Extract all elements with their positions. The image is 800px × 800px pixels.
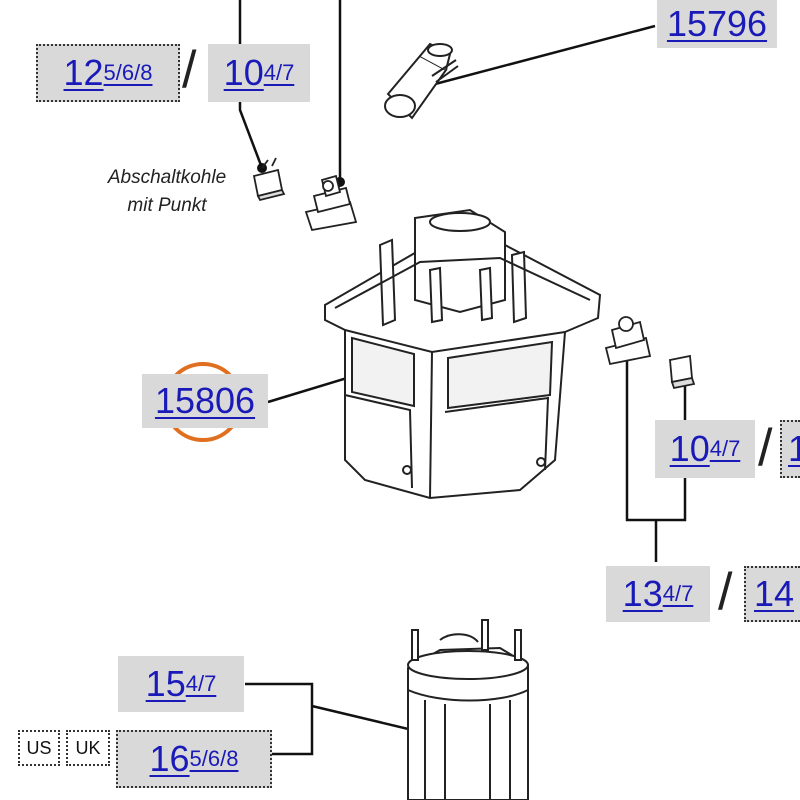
label-15796-text: 15796 xyxy=(666,3,768,44)
separator-slash: / xyxy=(182,41,197,99)
brush-holder-right-part xyxy=(604,316,652,366)
country-tag-uk-text: UK xyxy=(75,737,101,758)
label-15-text: 15 xyxy=(145,663,186,704)
brush-right-part xyxy=(669,354,696,390)
label-14-cut[interactable]: 14 xyxy=(744,566,800,622)
leader-lines xyxy=(238,0,687,756)
note-abschaltkohle: Abschaltkohle mit Punkt xyxy=(92,164,242,219)
label-12-sup: 5/6/8 xyxy=(103,60,153,85)
label-13-sup: 4/7 xyxy=(662,581,694,606)
note-line-1: Abschaltkohle xyxy=(107,167,227,188)
label-15806[interactable]: 15806 xyxy=(142,374,268,428)
label-12-text: 12 xyxy=(63,52,104,93)
stator-part xyxy=(407,619,529,800)
label-10-top-text: 10 xyxy=(223,52,264,93)
label-16-sup: 5/6/8 xyxy=(189,746,239,771)
country-tag-us-text: US xyxy=(26,737,52,758)
carbon-brush-part xyxy=(252,157,286,202)
motor-housing-part-15806 xyxy=(324,208,602,500)
leader-15796 xyxy=(419,24,656,90)
label-10-top-sup: 4/7 xyxy=(263,60,295,85)
label-right-cut[interactable]: 1 xyxy=(780,420,800,478)
separator-slash-bottom-right: / xyxy=(718,563,733,621)
label-15-sup: 4/7 xyxy=(185,671,217,696)
country-tag-uk: UK xyxy=(66,730,110,766)
country-tag-us: US xyxy=(18,730,60,766)
label-14-cut-text: 14 xyxy=(754,573,795,614)
separator-slash-right: / xyxy=(758,419,773,477)
brush-holder-left-part xyxy=(304,174,358,232)
label-right-cut-text: 1 xyxy=(788,431,800,467)
label-15796[interactable]: 15796 xyxy=(657,0,777,48)
note-line-2: mit Punkt xyxy=(127,194,207,216)
label-16-text: 16 xyxy=(149,738,190,779)
label-13-text: 13 xyxy=(622,573,663,614)
label-10-right-text: 10 xyxy=(669,428,710,469)
label-15806-text: 15806 xyxy=(154,380,256,421)
sleeve-part-15796 xyxy=(384,42,459,120)
leader-10-top xyxy=(238,0,264,169)
label-10-right-sup: 4/7 xyxy=(709,436,741,461)
